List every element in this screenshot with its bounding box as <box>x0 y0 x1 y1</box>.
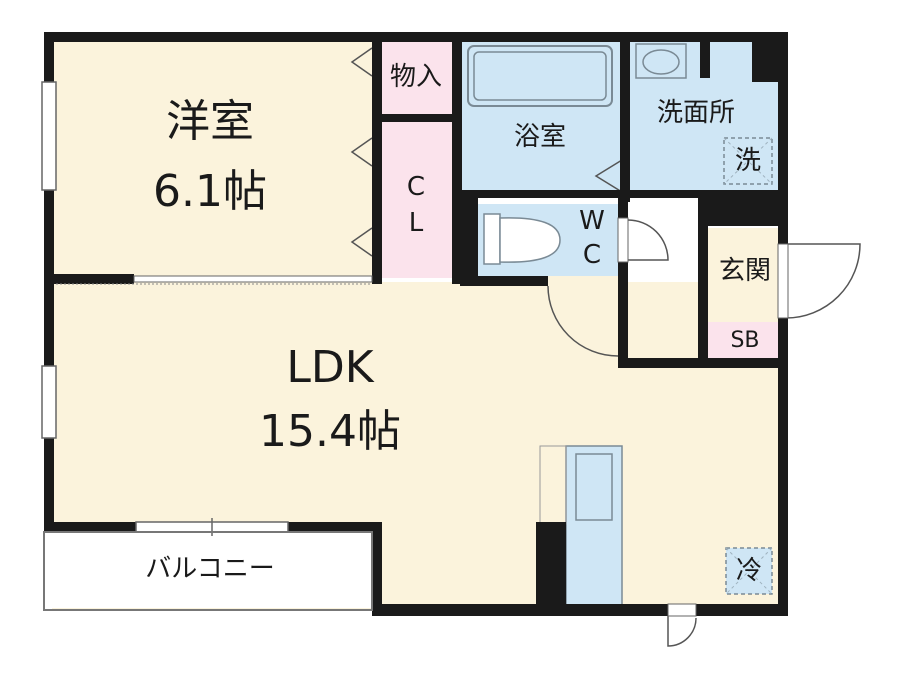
balcony-outline <box>43 531 373 611</box>
shoebox-floor <box>708 322 782 360</box>
ldk-door-opening <box>548 276 618 286</box>
ldk-door-swing <box>547 285 619 357</box>
bath-door <box>594 159 623 193</box>
storage-floor <box>380 40 452 116</box>
shoebox-label: SB <box>730 328 760 353</box>
west-window-2 <box>41 365 57 439</box>
washroom-label: 洗面所 <box>656 98 735 128</box>
storage-label: 物入 <box>389 62 442 92</box>
bottom-door-opening <box>667 603 697 617</box>
entrance-door-swing <box>785 243 861 319</box>
closet-label-l: L <box>408 208 424 238</box>
bath-label: 浴室 <box>513 122 566 152</box>
bottom-door-swing <box>667 612 697 647</box>
wc-door-opening <box>617 217 629 263</box>
entrance-floor <box>708 228 782 328</box>
sliding-partition <box>133 275 373 283</box>
western-room-size: 6.1帖 <box>153 166 267 217</box>
wc-label-c: C <box>582 240 602 270</box>
wc-door-swing <box>627 219 669 261</box>
entrance-door-opening <box>777 243 789 319</box>
ldk-size: 15.4帖 <box>259 406 401 457</box>
washer-mark: 洗 <box>734 146 761 176</box>
balcony-label: バルコニー <box>145 554 275 584</box>
closet-door <box>350 47 373 77</box>
closet-floor <box>380 122 452 278</box>
western-room-name: 洋室 <box>166 96 254 147</box>
bathtub <box>467 45 613 107</box>
ldk-name: LDK <box>286 342 374 393</box>
wc-label-w: W <box>579 206 605 236</box>
west-window-1 <box>41 81 57 191</box>
fridge-mark: 冷 <box>735 556 762 586</box>
balcony-floor <box>46 530 372 608</box>
closet-label-c: C <box>406 172 426 202</box>
toilet <box>483 213 501 265</box>
entrance-label: 玄関 <box>718 256 771 286</box>
western-room-floor <box>52 40 374 278</box>
